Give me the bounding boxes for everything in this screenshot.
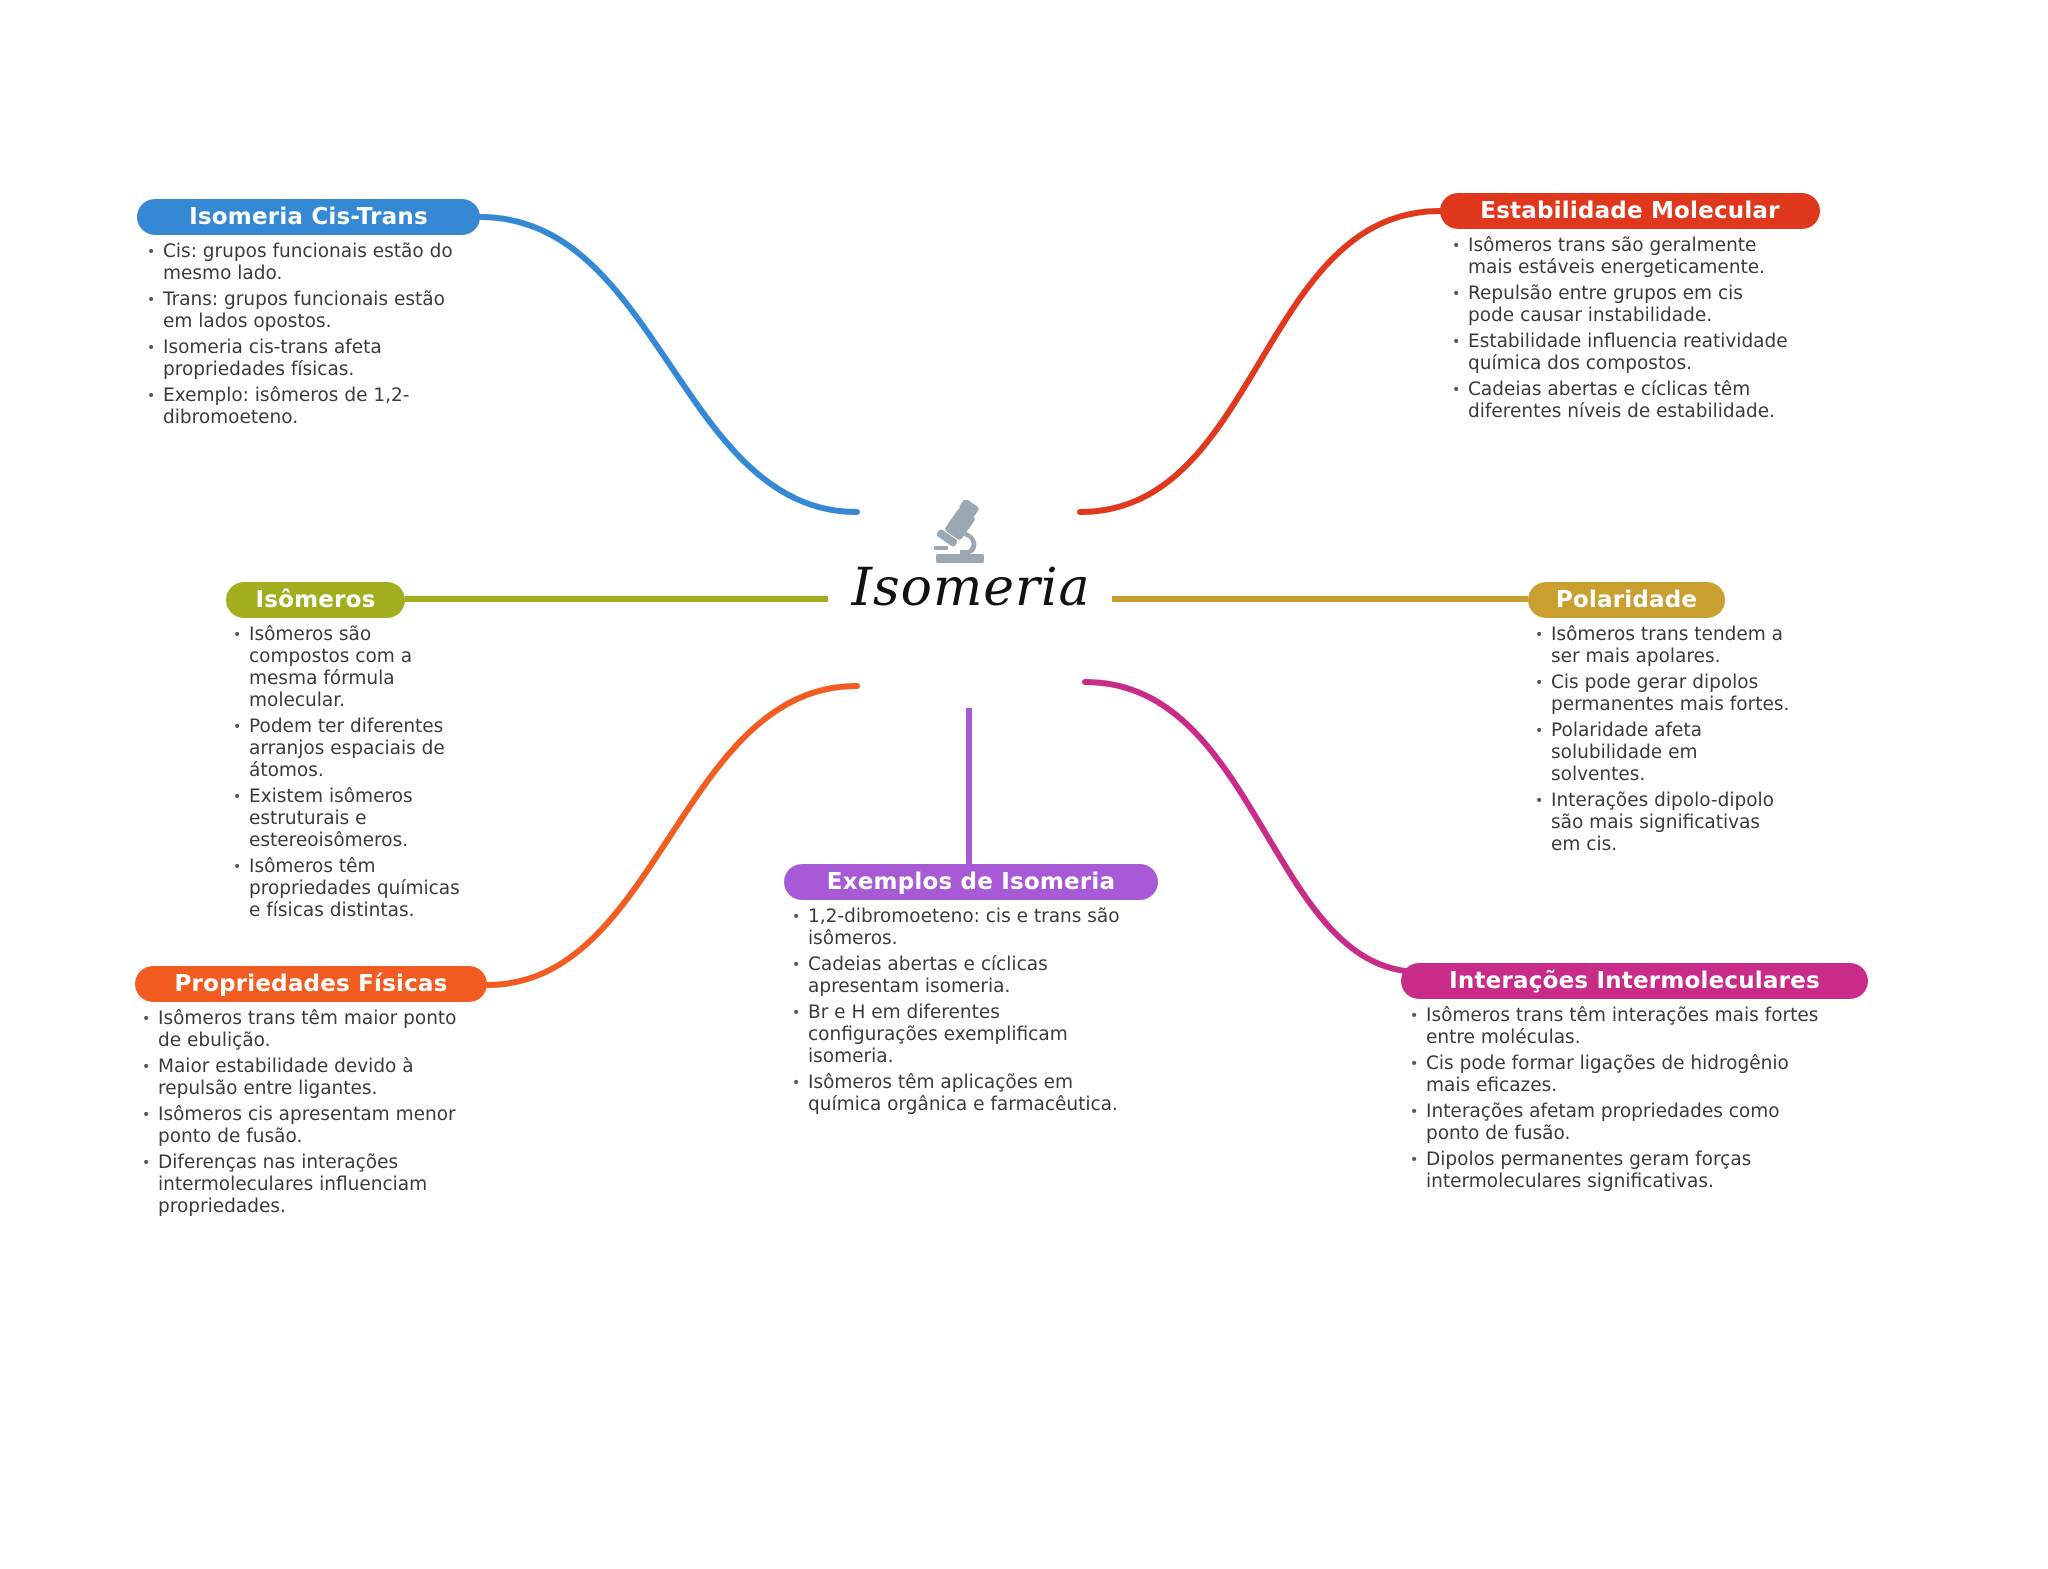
bullet-icon: • [233,859,242,875]
connector-propriedades [484,683,860,988]
list-item: •Cis pode gerar dipolos permanentes mais… [1535,672,1790,715]
topic-header-polaridade[interactable]: Polaridade [1528,582,1725,618]
topic-list-interacoes: •Isômeros trans têm interações mais fort… [1410,1005,1830,1197]
list-item: •Cadeias abertas e cíclicas têm diferent… [1452,379,1775,422]
list-item: •Cis: grupos funcionais estão do mesmo l… [147,241,453,284]
topic-header-isomeros[interactable]: Isômeros [226,582,405,618]
list-item: •Diferenças nas interações intermolecula… [142,1152,428,1217]
list-item: •Exemplo: isômeros de 1,2-dibromoeteno. [147,385,410,428]
connector-estabilidade [1077,208,1443,515]
topic-header-exemplos[interactable]: Exemplos de Isomeria [784,864,1158,900]
list-item: •Existem isômeros estruturais e estereoi… [233,786,413,851]
list-item: •Podem ter diferentes arranjos espaciais… [233,716,445,781]
topic-header-propriedades[interactable]: Propriedades Físicas [135,966,487,1002]
list-item: •Isômeros trans tendem a ser mais apolar… [1535,624,1784,667]
topic-list-estabilidade: •Isômeros trans são geralmente mais está… [1452,235,1792,427]
bullet-icon: • [1535,627,1544,643]
list-item: •Isomeria cis-trans afeta propriedades f… [147,337,382,380]
bullet-icon: • [1535,793,1544,809]
topic-list-propriedades: •Isômeros trans têm maior ponto de ebuli… [142,1008,482,1222]
list-item: •Br e H em diferentes configurações exem… [792,1002,1068,1067]
bullet-icon: • [792,1005,801,1021]
list-item: •Maior estabilidade devido à repulsão en… [142,1056,414,1099]
topic-list-isomeros: •Isômeros são compostos com a mesma fórm… [233,624,473,926]
bullet-icon: • [1410,1152,1419,1168]
list-item: •Cis pode formar ligações de hidrogênio … [1410,1053,1789,1096]
topic-list-polaridade: •Isômeros trans tendem a ser mais apolar… [1535,624,1790,860]
list-item: •Interações afetam propriedades como pon… [1410,1101,1780,1144]
bullet-icon: • [1535,723,1544,739]
list-item: •Isômeros têm aplicações em química orgâ… [792,1072,1118,1115]
bullet-icon: • [1410,1104,1419,1120]
bullet-icon: • [147,340,156,356]
bullet-icon: • [1452,382,1461,398]
connector-cis-trans [477,214,860,515]
list-item: •Isômeros cis apresentam menor ponto de … [142,1104,456,1147]
bullet-icon: • [147,292,156,308]
topic-header-estabilidade[interactable]: Estabilidade Molecular [1440,193,1820,229]
bullet-icon: • [233,789,242,805]
bullet-icon: • [142,1107,151,1123]
list-item: •Isômeros são compostos com a mesma fórm… [233,624,413,711]
bullet-icon: • [233,719,242,735]
bullet-icon: • [1452,238,1461,254]
topic-header-cis-trans[interactable]: Isomeria Cis-Trans [137,199,480,235]
topic-header-interacoes[interactable]: Interações Intermoleculares [1401,963,1868,999]
list-item: •Isômeros têm propriedades químicas e fí… [233,856,460,921]
connector-interacoes [1082,679,1423,975]
bullet-icon: • [792,1075,801,1091]
list-item: •Cadeias abertas e cíclicas apresentam i… [792,954,1048,997]
bullet-icon: • [792,909,801,925]
list-item: •Isômeros trans têm maior ponto de ebuli… [142,1008,457,1051]
bullet-icon: • [147,388,156,404]
bullet-icon: • [142,1059,151,1075]
list-item: •Polaridade afeta solubilidade em solven… [1535,720,1702,785]
bullet-icon: • [233,627,242,643]
bullet-icon: • [1452,286,1461,302]
bullet-icon: • [1410,1008,1419,1024]
list-item: •Repulsão entre grupos em cis pode causa… [1452,283,1743,326]
microscope-icon [930,499,992,564]
central-topic-title[interactable]: Isomeria [851,558,1091,618]
bullet-icon: • [142,1011,151,1027]
bullet-icon: • [1410,1056,1419,1072]
topic-list-exemplos: •1,2-dibromoeteno: cis e trans são isôme… [792,906,1122,1120]
list-item: •Dipolos permanentes geram forças interm… [1410,1149,1752,1192]
bullet-icon: • [1535,675,1544,691]
bullet-icon: • [147,244,156,260]
list-item: •Isômeros trans são geralmente mais está… [1452,235,1766,278]
bullet-icon: • [142,1155,151,1171]
list-item: •Estabilidade influencia reatividade quí… [1452,331,1788,374]
list-item: •Interações dipolo-dipolo são mais signi… [1535,790,1774,855]
list-item: •Trans: grupos funcionais estão em lados… [147,289,445,332]
bullet-icon: • [1452,334,1461,350]
list-item: •1,2-dibromoeteno: cis e trans são isôme… [792,906,1120,949]
list-item: •Isômeros trans têm interações mais fort… [1410,1005,1819,1048]
bullet-icon: • [792,957,801,973]
topic-list-cis-trans: •Cis: grupos funcionais estão do mesmo l… [147,241,457,433]
